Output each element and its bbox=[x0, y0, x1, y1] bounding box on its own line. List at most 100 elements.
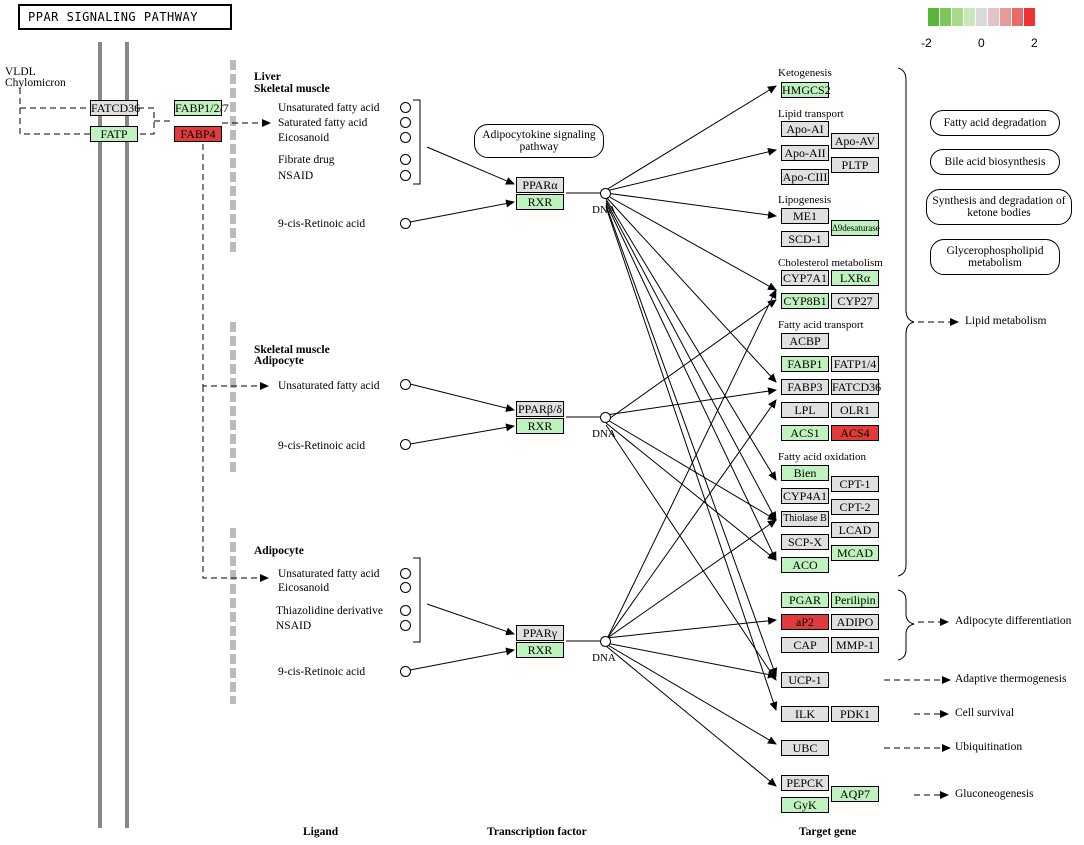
gene-bien-box[interactable]: Bien bbox=[781, 465, 829, 481]
tissue-adipocyte: Adipocyte bbox=[254, 545, 304, 557]
dna-node bbox=[600, 412, 611, 423]
regulation-arrow bbox=[605, 519, 777, 640]
gene-acs1-box[interactable]: ACS1 bbox=[781, 425, 829, 441]
section-lipogenesis: Lipogenesis bbox=[778, 194, 832, 206]
gene-fatp14-box[interactable]: FATP1/4 bbox=[831, 356, 879, 372]
pathway-adipocytokine-link[interactable]: Adipocytokine signaling pathway bbox=[474, 124, 604, 158]
gene-gyk-box[interactable]: GyK bbox=[781, 797, 829, 813]
gene-cyp8b1-box[interactable]: CYP8B1 bbox=[781, 293, 829, 309]
gene-mcad-box[interactable]: MCAD bbox=[831, 545, 879, 561]
regulation-arrow bbox=[605, 198, 777, 481]
gene-fatcd36-box[interactable]: FATCD36 bbox=[90, 100, 141, 116]
gene-fabp127-box[interactable]: FABP1/2/7 bbox=[174, 100, 229, 116]
regulation-arrow bbox=[605, 645, 777, 787]
regulation-arrow bbox=[605, 192, 777, 219]
chylomicron-label: Chylomicron bbox=[5, 77, 66, 89]
compound-node bbox=[400, 439, 411, 450]
gene-rxr-box[interactable]: RXR bbox=[516, 194, 564, 210]
tissue-skeletal-muscle: Skeletal muscle bbox=[254, 344, 330, 356]
pathway-bile-acid-link[interactable]: Bile acid biosynthesis bbox=[930, 149, 1060, 175]
gene-ubc-box[interactable]: UBC bbox=[781, 740, 829, 756]
gene-fabp1-box[interactable]: FABP1 bbox=[781, 356, 829, 372]
gene-adipo-box[interactable]: ADIPO bbox=[831, 614, 879, 630]
gene-ap2-box[interactable]: aP2 bbox=[781, 614, 829, 630]
gene-apoav-box[interactable]: Apo-AV bbox=[831, 133, 879, 149]
regulation-arrow bbox=[605, 399, 777, 641]
gene-rxr-box[interactable]: RXR bbox=[516, 418, 564, 434]
gene-lpl-box[interactable]: LPL bbox=[781, 402, 829, 418]
gene-pltp-box[interactable]: PLTP bbox=[831, 157, 879, 173]
ligand-label: NSAID bbox=[278, 170, 314, 182]
footer-ligand: Ligand bbox=[303, 826, 339, 838]
compound-node bbox=[400, 620, 411, 631]
gene-fatcd36-right-box[interactable]: FATCD36 bbox=[831, 379, 882, 395]
gene-fatp-box[interactable]: FATP bbox=[90, 126, 138, 142]
gene-rxr-box[interactable]: RXR bbox=[516, 642, 564, 658]
gene-cyp4a1-box[interactable]: CYP4A1 bbox=[781, 488, 829, 504]
gene-olr1-box[interactable]: OLR1 bbox=[831, 402, 879, 418]
section-cholesterol-metabolism: Cholesterol metabolism bbox=[778, 257, 883, 269]
regulation-arrow bbox=[605, 204, 778, 677]
dna-label: DNA bbox=[592, 428, 616, 440]
gene-ucp1-box[interactable]: UCP-1 bbox=[781, 672, 829, 688]
regulation-arrow bbox=[605, 289, 777, 642]
ligand-label: Eicosanoid bbox=[278, 582, 330, 594]
tissue-liver: Liver bbox=[254, 71, 281, 83]
legend-swatch bbox=[1012, 8, 1023, 26]
legend-swatch bbox=[964, 8, 975, 26]
gene-apoa1-box[interactable]: Apo-AI bbox=[781, 121, 829, 137]
gene-acs4-box[interactable]: ACS4 bbox=[831, 425, 879, 441]
pathway-title: PPAR SIGNALING PATHWAY bbox=[18, 4, 232, 30]
gene-apoc3-box[interactable]: Apo-CIII bbox=[781, 169, 829, 185]
gene-lxra-box[interactable]: LXRα bbox=[831, 270, 879, 286]
gene-cpt1-box[interactable]: CPT-1 bbox=[831, 476, 879, 492]
dna-label: DNA bbox=[592, 204, 616, 216]
gene-hmgcs2-box[interactable]: HMGCS2 bbox=[781, 82, 831, 98]
regulation-arrow bbox=[605, 643, 777, 745]
gene-mmp1-box[interactable]: MMP-1 bbox=[831, 637, 879, 653]
section-fatty-acid-oxidation: Fatty acid oxidation bbox=[778, 451, 866, 463]
gene-ppara-box[interactable]: PPARα bbox=[516, 177, 564, 193]
gene-fabp3-box[interactable]: FABP3 bbox=[781, 379, 829, 395]
legend-swatch bbox=[940, 8, 951, 26]
gene-thiolaseb-box[interactable]: Thiolase B bbox=[781, 511, 829, 527]
gene-perilipin-box[interactable]: Perilipin bbox=[831, 592, 879, 608]
ligand-label: 9-cis-Retinoic acid bbox=[278, 666, 366, 678]
outcome-ubiquitination: Ubiquitination bbox=[955, 741, 1023, 753]
gene-aco-box[interactable]: ACO bbox=[781, 557, 829, 573]
regulation-arrow bbox=[605, 422, 777, 561]
gene-scd1-box[interactable]: SCD-1 bbox=[781, 231, 829, 247]
pathway-fatty-acid-degradation-link[interactable]: Fatty acid degradation bbox=[930, 110, 1060, 136]
gene-d9desaturase-box[interactable]: Δ9desaturase bbox=[831, 220, 880, 236]
gene-scpx-box[interactable]: SCP-X bbox=[781, 534, 829, 550]
gene-pparbd-box[interactable]: PPARβ/δ bbox=[516, 401, 564, 417]
gene-acbp-box[interactable]: ACBP bbox=[781, 333, 829, 349]
gene-lcad-box[interactable]: LCAD bbox=[831, 522, 879, 538]
gene-pparg-box[interactable]: PPARγ bbox=[516, 625, 564, 641]
gene-fabp4-box[interactable]: FABP4 bbox=[174, 126, 222, 142]
ligand-label: 9-cis-Retinoic acid bbox=[278, 440, 366, 452]
gene-aqp7-box[interactable]: AQP7 bbox=[831, 786, 879, 802]
legend-swatch bbox=[952, 8, 963, 26]
dna-label: DNA bbox=[592, 652, 616, 664]
gene-cap-box[interactable]: CAP bbox=[781, 637, 829, 653]
compound-node bbox=[400, 666, 411, 677]
gene-cpt2-box[interactable]: CPT-2 bbox=[831, 499, 879, 515]
gene-pgar-box[interactable]: PGAR bbox=[781, 592, 829, 608]
gene-pepck-box[interactable]: PEPCK bbox=[781, 775, 829, 791]
gene-ilk-box[interactable]: ILK bbox=[781, 706, 829, 722]
pathway-glycerophospholipid-link[interactable]: Glycerophospholipid metabolism bbox=[930, 239, 1060, 275]
compound-node bbox=[400, 117, 411, 128]
gene-me1-box[interactable]: ME1 bbox=[781, 208, 829, 224]
legend-swatch bbox=[988, 8, 999, 26]
gene-cyp7a1-box[interactable]: CYP7A1 bbox=[781, 270, 829, 286]
regulation-arrow bbox=[605, 616, 777, 639]
gene-pdk1-box[interactable]: PDK1 bbox=[831, 706, 879, 722]
pathway-ketone-bodies-link[interactable]: Synthesis and degradation of ketone bodi… bbox=[926, 189, 1072, 225]
legend-tick-min: -2 bbox=[921, 36, 932, 50]
gene-apoa2-box[interactable]: Apo-AII bbox=[781, 145, 829, 161]
outcome-adaptive-thermogenesis: Adaptive thermogenesis bbox=[955, 673, 1067, 685]
legend-tick-max: 2 bbox=[1031, 36, 1038, 50]
gene-cyp27-box[interactable]: CYP27 bbox=[831, 293, 879, 309]
